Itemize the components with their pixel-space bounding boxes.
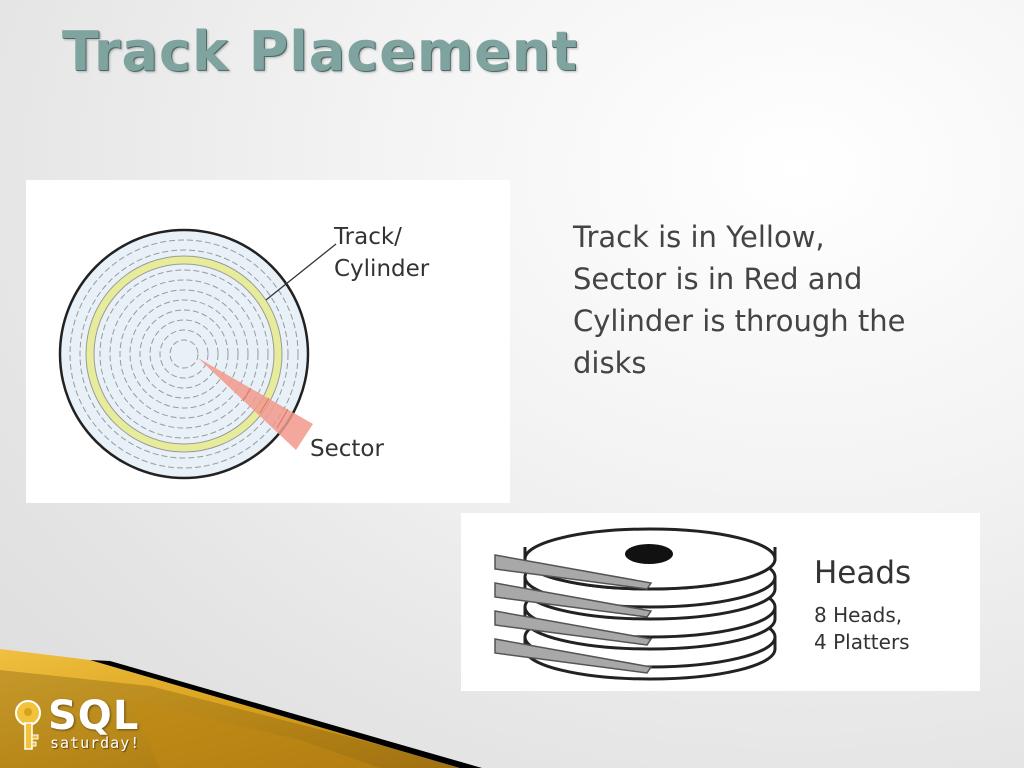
logo-sql-text: SQL bbox=[48, 693, 140, 739]
slide-body-text: Track is in Yellow, Sector is in Red and… bbox=[573, 220, 906, 380]
head-arm-4 bbox=[494, 638, 653, 674]
head-arm-1 bbox=[494, 554, 653, 590]
sector-label: Sector bbox=[310, 436, 384, 462]
disk-diagram-svg: Track/ Cylinder Sector bbox=[58, 224, 430, 480]
logo-saturday-text: saturday! bbox=[50, 734, 141, 752]
head-arm-3 bbox=[494, 610, 653, 646]
track-pointer-line bbox=[265, 243, 337, 301]
heads-platters-diagram: Heads 8 Heads, 4 Platters bbox=[461, 513, 980, 691]
sql-saturday-logo: SQL saturday! bbox=[8, 695, 158, 757]
track-label-line2: Cylinder bbox=[334, 256, 430, 282]
sector-wedge-red bbox=[198, 358, 313, 450]
heads-count: 8 Heads, bbox=[814, 603, 902, 627]
banner-gold-highlight bbox=[130, 700, 380, 768]
highlighted-track-outer-line bbox=[85, 255, 283, 453]
head-arms bbox=[494, 554, 653, 674]
heads-heading: Heads bbox=[814, 555, 911, 591]
platters-count: 4 Platters bbox=[814, 630, 910, 654]
highlighted-track-yellow bbox=[86, 256, 282, 452]
track-rings bbox=[69, 239, 299, 469]
key-icon bbox=[15, 700, 41, 750]
track-label-line1: Track/ bbox=[333, 224, 402, 250]
head-arm-2 bbox=[494, 582, 653, 618]
spindle bbox=[625, 544, 673, 564]
disk-track-sector-diagram: Track/ Cylinder Sector bbox=[26, 180, 510, 503]
platter-stack bbox=[523, 527, 777, 681]
slide-title: Track Placement bbox=[62, 20, 579, 83]
highlighted-track-inner-line bbox=[93, 263, 275, 445]
platter-outer-edge bbox=[58, 228, 310, 480]
heads-diagram-svg: Heads 8 Heads, 4 Platters bbox=[494, 527, 911, 681]
sector-wedge-arcs bbox=[242, 387, 289, 429]
